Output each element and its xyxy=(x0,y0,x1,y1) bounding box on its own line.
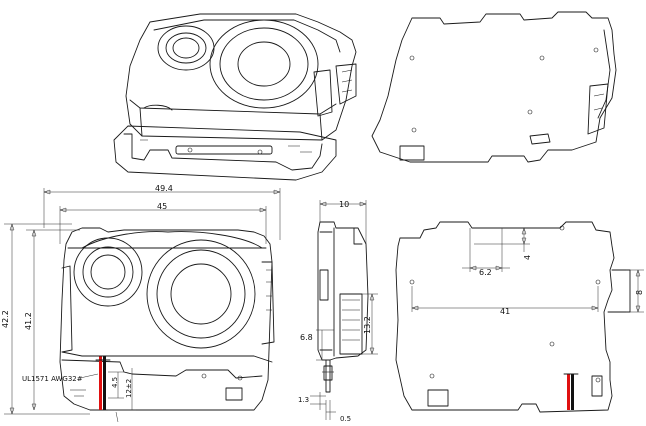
dim-10: 10 xyxy=(339,200,349,209)
back-view xyxy=(395,221,631,413)
dim-4: 4 xyxy=(523,255,532,260)
large-lens-outer xyxy=(209,19,319,109)
front-view xyxy=(59,227,275,411)
side-view xyxy=(317,221,369,393)
iso-connector xyxy=(399,145,425,161)
dim-49-4: 49.4 xyxy=(155,184,173,193)
dim-cable-4-5: 4.5 xyxy=(111,377,119,388)
side-tab xyxy=(319,269,329,301)
back-dimensions: 6.2 4 41 8 xyxy=(411,227,644,316)
dim-6-2: 6.2 xyxy=(479,268,492,277)
iso-slot xyxy=(175,145,273,155)
back-connector xyxy=(427,389,449,407)
front-large-lens-icon xyxy=(170,263,232,325)
dim-6-8: 6.8 xyxy=(300,333,313,342)
large-lens-icon xyxy=(237,41,291,87)
dim-41: 41 xyxy=(500,307,510,316)
small-lens-icon xyxy=(172,37,200,59)
cable-spec-label: UL1571 AWG32# xyxy=(22,375,83,383)
front-dimensions: 49.4 45 42.2 41.2 UL1571 AWG32# 4.5 12±2 xyxy=(1,184,281,423)
front-connector xyxy=(225,387,243,401)
dim-13-2: 13.2 xyxy=(363,316,372,334)
red-wire xyxy=(99,356,102,410)
side-dimensions: 10 13.2 6.8 1.3 0.5 xyxy=(298,200,378,423)
dim-0-5: 0.5 xyxy=(340,415,351,423)
isometric-view xyxy=(113,13,357,181)
back-red-wire xyxy=(567,374,570,410)
dim-45: 45 xyxy=(157,202,167,211)
dim-1-3: 1.3 xyxy=(298,396,309,404)
back-black-wire xyxy=(571,374,574,410)
side-connector xyxy=(323,365,333,381)
front-large-lens-outer xyxy=(146,239,256,349)
front-small-lens-outer xyxy=(73,237,143,307)
dim-42-2: 42.2 xyxy=(1,310,10,328)
black-wire xyxy=(103,356,106,410)
side-block xyxy=(339,293,363,355)
dim-41-2: 41.2 xyxy=(24,312,33,330)
dim-8: 8 xyxy=(635,290,644,295)
dim-cable-12: 12±2 xyxy=(125,379,133,398)
front-small-lens-icon xyxy=(90,254,126,290)
iso-back-plate xyxy=(371,11,617,163)
